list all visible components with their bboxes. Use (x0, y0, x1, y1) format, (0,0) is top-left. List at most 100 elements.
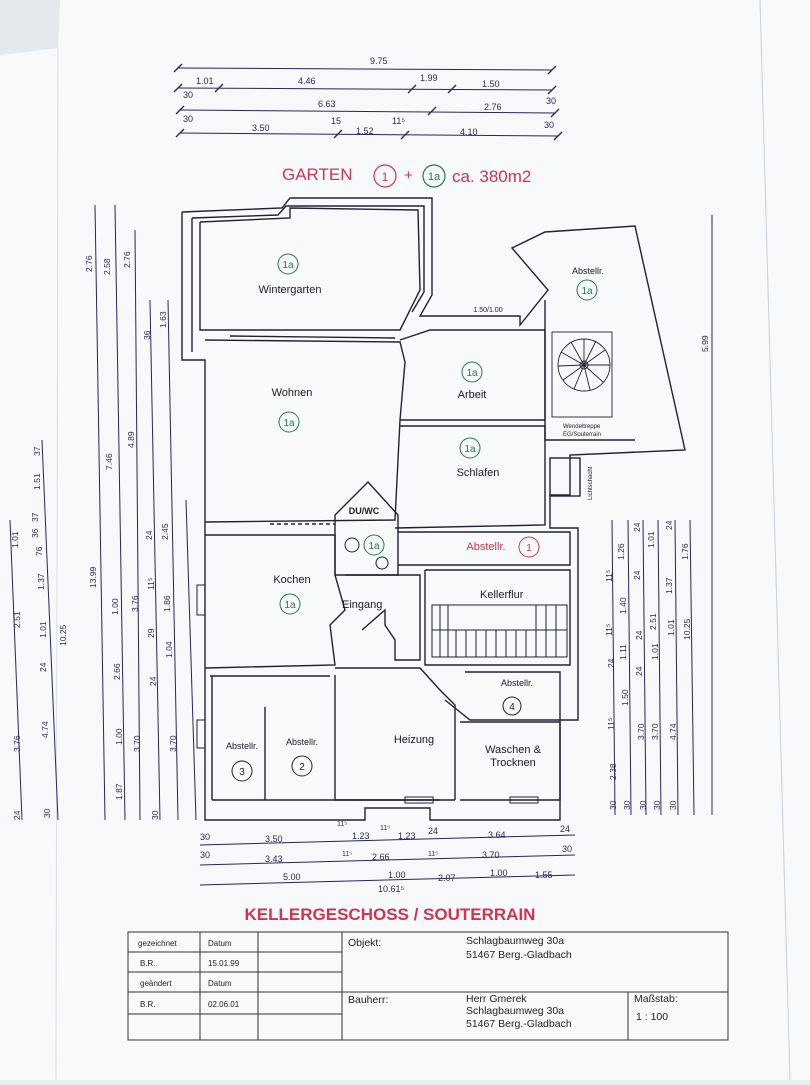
room-duwc: DU/WC 1a (349, 506, 385, 556)
tb-row4-a: B.R. (140, 1000, 156, 1009)
wall-abstell-top (544, 300, 635, 441)
svg-text:11⁵: 11⁵ (337, 821, 347, 828)
svg-text:Arbeit: Arbeit (458, 389, 487, 401)
svg-text:2.51: 2.51 (648, 613, 658, 630)
svg-text:1.76: 1.76 (680, 543, 690, 560)
svg-text:3.64: 3.64 (488, 830, 506, 840)
room-abstell-1: Abstellr. 1 (466, 536, 540, 558)
svg-text:3.76: 3.76 (130, 595, 140, 612)
svg-text:10.61⁵: 10.61⁵ (378, 884, 405, 894)
tb-bauherr-line2: Schlagbaumweg 30a (466, 1005, 564, 1017)
svg-text:24: 24 (560, 824, 570, 834)
svg-text:3.50: 3.50 (265, 834, 283, 844)
dim-row3-2: 15 (331, 116, 341, 126)
svg-text:24: 24 (606, 658, 616, 668)
svg-text:Abstellr.: Abstellr. (466, 541, 505, 553)
toilet (375, 556, 389, 570)
svg-text:37: 37 (32, 446, 42, 456)
room-abstell-top: Abstellr. 1a (572, 266, 604, 301)
title-block-text: gezeichnet Datum B.R. 15.01.99 geändert … (138, 935, 678, 1030)
dim-total: 9.75 (370, 56, 388, 66)
svg-text:Waschen &: Waschen & (485, 744, 542, 756)
svg-text:1.01: 1.01 (10, 531, 20, 548)
svg-text:Schlafen: Schlafen (457, 467, 500, 479)
room-waschen: Waschen & Trocknen (485, 744, 542, 769)
wall-wohnen-top (229, 335, 396, 339)
svg-text:2.76: 2.76 (84, 255, 94, 272)
svg-text:2.07: 2.07 (438, 873, 456, 883)
svg-text:3.43: 3.43 (265, 854, 283, 864)
svg-text:Abstellr.: Abstellr. (572, 266, 604, 276)
tb-row1-b: Datum (208, 939, 232, 948)
svg-text:30: 30 (200, 832, 210, 842)
svg-text:24: 24 (632, 522, 642, 532)
tb-objekt-label: Objekt: (348, 937, 381, 949)
svg-text:2.66: 2.66 (372, 852, 390, 862)
svg-text:1.01: 1.01 (666, 619, 676, 636)
svg-text:1.01: 1.01 (650, 643, 660, 660)
tb-bauherr-line3: 51467 Berg.-Gladbach (466, 1018, 572, 1030)
svg-text:1a: 1a (282, 260, 294, 271)
svg-text:Abstellr.: Abstellr. (501, 678, 533, 688)
wall-kochen (204, 534, 346, 669)
svg-text:1a: 1a (464, 444, 476, 455)
svg-text:Wohnen: Wohnen (272, 387, 313, 399)
svg-text:11⁵: 11⁵ (146, 578, 156, 590)
svg-text:1a: 1a (284, 600, 296, 611)
svg-text:2.76: 2.76 (122, 251, 132, 268)
svg-text:1.37: 1.37 (664, 577, 674, 594)
label-lichtschacht: Lichtschacht (588, 466, 594, 500)
wall-schlafen (394, 425, 546, 529)
room-labels: 1a Wintergarten Abstellr. 1a 1.50/1.00 W… (226, 253, 604, 782)
garden-header: GARTEN 1 + 1a ca. 380m2 (282, 164, 531, 188)
svg-text:30: 30 (608, 800, 618, 810)
svg-text:1.51: 1.51 (32, 473, 42, 490)
svg-text:1.23: 1.23 (352, 831, 370, 841)
svg-text:30: 30 (150, 810, 160, 820)
svg-text:4.74: 4.74 (668, 723, 678, 740)
svg-text:Kochen: Kochen (273, 574, 310, 586)
dim-row3-3: 1.52 (356, 126, 374, 136)
dim-top-2: 4.46 (298, 76, 316, 86)
svg-text:24: 24 (38, 662, 48, 672)
room-kochen: Kochen 1a (273, 574, 311, 615)
svg-text:11⁵: 11⁵ (604, 624, 614, 636)
dim-row2-mid: 6.63 (318, 99, 336, 109)
svg-text:11⁵: 11⁵ (428, 851, 438, 858)
room-abstell-4: Abstellr. 4 (501, 678, 533, 716)
svg-text:1.00: 1.00 (490, 868, 508, 878)
svg-text:1.63: 1.63 (158, 311, 168, 328)
spiral-stair (551, 331, 613, 418)
svg-text:1a: 1a (466, 368, 478, 379)
svg-text:30: 30 (622, 800, 632, 810)
svg-text:4.89: 4.89 (126, 431, 136, 448)
svg-text:1.11: 1.11 (618, 644, 628, 660)
svg-text:1.04: 1.04 (164, 641, 174, 658)
wall-abstell-4 (444, 671, 561, 721)
svg-text:1a: 1a (283, 418, 295, 429)
spiral-treads (557, 339, 610, 391)
svg-text:Trocknen: Trocknen (490, 757, 535, 769)
svg-text:10.25: 10.25 (58, 624, 68, 646)
room-abstell-3: Abstellr. 3 (226, 741, 258, 782)
opening-size: 1.50/1.00 (473, 307, 502, 314)
paper-edge (759, 0, 791, 1081)
svg-text:1a: 1a (368, 541, 380, 552)
svg-text:1.00: 1.00 (110, 598, 120, 615)
svg-text:Wendeltreppe: Wendeltreppe (563, 424, 601, 430)
label-heizung: Heizung (394, 734, 434, 746)
svg-text:3.76: 3.76 (12, 735, 22, 752)
right-dimension-texts: 11⁵ 11⁵ 24 11⁵ 2.38 30 1.26 1.40 1.11 1.… (604, 335, 710, 810)
svg-text:2.66: 2.66 (112, 663, 122, 680)
svg-text:DU/WC: DU/WC (349, 506, 380, 516)
dim-row2-end: 30 (546, 96, 556, 106)
dim-top-4: 1.50 (482, 79, 500, 89)
stairs (431, 604, 568, 658)
svg-text:30: 30 (652, 800, 662, 810)
svg-text:24: 24 (634, 666, 644, 676)
tb-bauherr-label: Bauherr: (348, 994, 388, 1006)
dim-row3-left: 30 (183, 114, 193, 124)
dim-top-3: 1.99 (420, 73, 438, 83)
svg-text:76: 76 (34, 546, 44, 556)
